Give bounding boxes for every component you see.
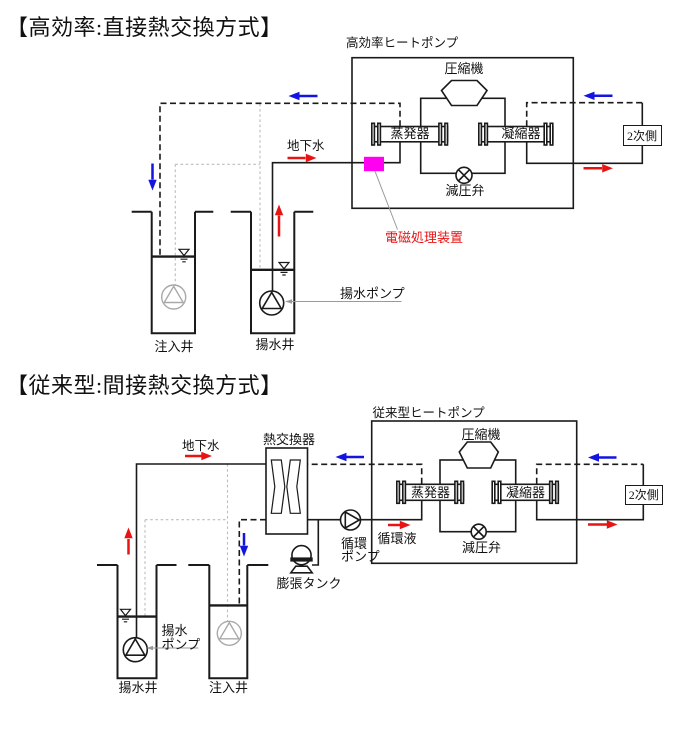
compressor-symbol-bottom	[458, 441, 500, 469]
lift-pump-label-bottom: 揚水 ポンプ	[161, 623, 201, 652]
circulating-fluid-label: 循環液	[377, 530, 417, 546]
heat-pump-label-top: 高効率ヒートポンプ	[346, 35, 459, 50]
secondary-side-label-top: 2次側	[626, 128, 657, 143]
pumping-well-label-top: 揚水井	[255, 336, 295, 352]
injection-well-label-top: 注入井	[154, 338, 194, 354]
injection-well-bottom	[188, 564, 269, 680]
pumping-well-label-bottom: 揚水井	[118, 680, 158, 696]
heat-exchanger-symbol	[265, 447, 309, 535]
expansion-valve-label-bottom: 減圧弁	[461, 539, 502, 555]
expansion-valve-label-top: 減圧弁	[445, 182, 485, 198]
water-level-icon	[277, 261, 291, 276]
flow-construction-lines-bottom	[144, 464, 229, 644]
top-diagram-geometry	[131, 56, 644, 335]
flow-construction-lines-top	[174, 103, 261, 286]
lift-pump-leader-bottom	[146, 645, 199, 651]
expansion-tank-icon	[289, 544, 314, 574]
groundwater-label-top: 地下水	[287, 138, 325, 153]
lift-pump-leader-top	[285, 299, 402, 304]
water-level-icon	[119, 608, 132, 623]
heat-pump-box-top	[351, 56, 575, 210]
return-water-dashed-pipe-top	[159, 101, 643, 257]
return-water-dashed-pipe-bottom	[238, 463, 644, 605]
lift-pump-label-top: 揚水ポンプ	[340, 285, 405, 301]
water-level-icon	[177, 248, 191, 263]
secondary-side-label-bottom: 2次側	[628, 487, 659, 502]
standby-pump-icon	[160, 284, 187, 310]
condenser-symbol-bottom	[491, 480, 560, 505]
flow-arrows-bottom	[124, 451, 618, 557]
condenser-symbol-top	[477, 122, 554, 146]
injection-well-label-bottom: 注入井	[208, 680, 249, 696]
expansion-valve-symbol-bottom	[470, 523, 488, 541]
heat-exchanger-label: 熱交換器	[263, 432, 316, 447]
bottom-title: 【従来型:間接熱交換方式】	[6, 373, 283, 398]
injection-well-top	[131, 210, 214, 335]
heat-pump-box-bottom	[370, 420, 578, 565]
secondary-side-box-bottom: 2次側	[624, 484, 663, 505]
compressor-label-top: 圧縮機	[444, 61, 484, 77]
em-device-label: 電磁処理装置	[385, 229, 464, 245]
flow-arrows-top	[148, 91, 613, 237]
evaporator-symbol-top	[370, 122, 449, 146]
secondary-side-box-top: 2次側	[622, 125, 662, 146]
evaporator-label-top: 蒸発器	[390, 126, 430, 141]
circulation-pump-icon	[339, 509, 362, 531]
evaporator-label-bottom: 蒸発器	[410, 484, 451, 500]
top-title: 【高効率:直接熱交換方式】	[6, 15, 283, 40]
pumping-well-top	[230, 210, 314, 335]
compressor-label-bottom: 圧縮機	[461, 427, 501, 443]
bottom-diagram-geometry	[97, 420, 645, 680]
supply-water-pipe-bottom	[135, 463, 645, 639]
well-pump-icon	[122, 636, 149, 663]
expansion-tank-label: 膨張タンク	[276, 575, 342, 591]
expansion-valve-symbol-top	[455, 166, 473, 185]
heat-pump-label-bottom: 従来型ヒートポンプ	[372, 405, 485, 420]
compressor-symbol-top	[440, 79, 489, 107]
evaporator-symbol-bottom	[395, 480, 465, 505]
pumping-well-bottom	[97, 564, 177, 680]
condenser-label-bottom: 凝縮器	[505, 484, 546, 500]
condenser-label-top: 凝縮器	[501, 126, 541, 141]
well-pump-icon	[258, 290, 285, 316]
em-device-symbol	[364, 156, 384, 172]
standby-pump-icon	[216, 620, 243, 646]
circulation-pump-label: 循環 ポンプ	[341, 535, 380, 565]
em-device-leader-line	[374, 171, 398, 230]
groundwater-label-bottom: 地下水	[182, 438, 220, 453]
